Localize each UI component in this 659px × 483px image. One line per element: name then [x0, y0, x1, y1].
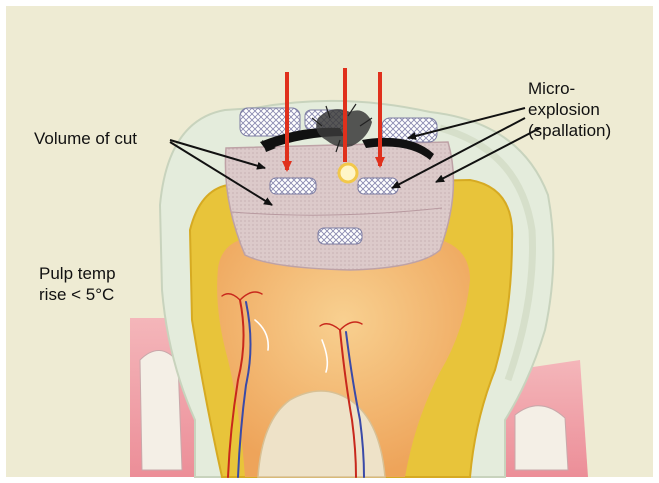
label-micro-line-2: explosion: [528, 99, 611, 120]
label-micro-line-3: (spallation): [528, 120, 611, 141]
cut-volume-region: [225, 142, 453, 270]
label-micro-line-1: Micro-: [528, 78, 611, 99]
label-micro-explosion: Micro- explosion (spallation): [528, 78, 611, 141]
bone-right: [515, 406, 568, 470]
label-pulp-line-1: Pulp temp: [39, 263, 116, 284]
spark-point-icon: [339, 164, 357, 182]
label-pulp-line-2: rise < 5°C: [39, 284, 116, 305]
label-pulp-temp: Pulp temp rise < 5°C: [39, 263, 116, 305]
label-volume-of-cut: Volume of cut: [34, 128, 137, 149]
